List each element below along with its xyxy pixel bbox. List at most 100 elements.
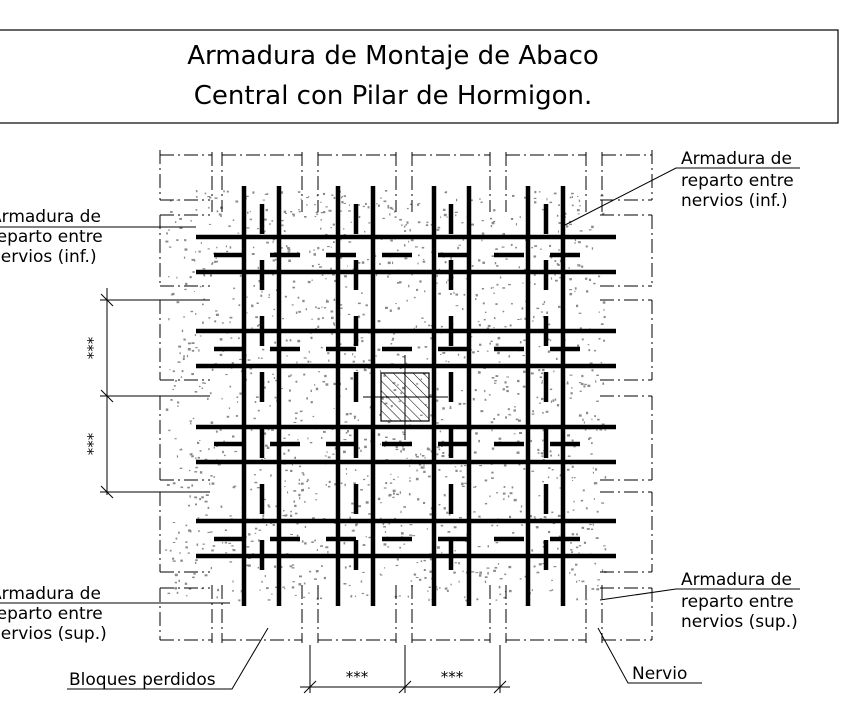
concrete-speckle xyxy=(592,467,594,469)
concrete-speckle xyxy=(333,196,336,199)
concrete-speckle xyxy=(574,573,576,576)
concrete-speckle xyxy=(192,271,195,273)
concrete-speckle xyxy=(298,310,301,313)
concrete-speckle xyxy=(179,218,182,220)
concrete-speckle xyxy=(333,298,336,301)
concrete-speckle xyxy=(426,358,429,360)
concrete-speckle xyxy=(436,387,439,391)
concrete-speckle xyxy=(581,580,585,583)
concrete-speckle xyxy=(349,516,351,519)
concrete-speckle xyxy=(248,533,251,536)
concrete-speckle xyxy=(417,262,419,265)
concrete-speckle xyxy=(308,592,310,594)
concrete-speckle xyxy=(300,419,303,422)
concrete-speckle xyxy=(195,503,197,506)
concrete-speckle xyxy=(207,397,209,401)
concrete-speckle xyxy=(165,549,168,551)
concrete-speckle xyxy=(280,247,283,249)
concrete-speckle xyxy=(509,589,512,593)
concrete-speckle xyxy=(438,448,441,451)
concrete-speckle xyxy=(538,369,541,372)
concrete-speckle xyxy=(477,546,481,548)
concrete-speckle xyxy=(399,281,402,284)
concrete-speckle xyxy=(402,431,405,433)
concrete-speckle xyxy=(389,309,392,312)
concrete-speckle xyxy=(225,245,227,248)
concrete-speckle xyxy=(548,530,551,534)
concrete-speckle xyxy=(314,215,317,218)
concrete-speckle xyxy=(396,558,399,561)
concrete-speckle xyxy=(490,463,493,465)
concrete-speckle xyxy=(354,356,356,358)
concrete-speckle xyxy=(480,410,484,413)
concrete-speckle xyxy=(486,567,490,569)
concrete-speckle xyxy=(199,385,201,388)
concrete-speckle xyxy=(437,226,441,229)
concrete-speckle xyxy=(320,597,323,599)
concrete-speckle xyxy=(490,217,493,220)
concrete-speckle xyxy=(257,325,259,327)
concrete-speckle xyxy=(230,337,233,339)
concrete-speckle xyxy=(357,419,359,421)
concrete-speckle xyxy=(453,526,457,529)
concrete-speckle xyxy=(254,474,256,476)
concrete-speckle xyxy=(211,549,214,552)
concrete-speckle xyxy=(168,276,170,278)
concrete-speckle xyxy=(352,360,355,363)
concrete-speckle xyxy=(439,430,442,433)
concrete-speckle xyxy=(339,256,343,259)
concrete-speckle xyxy=(406,207,409,210)
concrete-speckle xyxy=(199,285,202,288)
concrete-speckle xyxy=(517,440,520,443)
concrete-speckle xyxy=(334,447,336,450)
concrete-speckle xyxy=(571,533,575,536)
concrete-speckle xyxy=(436,446,440,448)
concrete-speckle xyxy=(330,267,332,271)
concrete-speckle xyxy=(231,362,234,365)
concrete-speckle xyxy=(442,208,446,211)
concrete-speckle xyxy=(333,241,335,243)
concrete-speckle xyxy=(252,191,255,194)
concrete-speckle xyxy=(539,191,541,193)
concrete-speckle xyxy=(491,477,494,479)
concrete-speckle xyxy=(409,534,412,536)
concrete-speckle xyxy=(246,546,250,548)
concrete-speckle xyxy=(424,576,427,579)
concrete-speckle xyxy=(462,308,464,310)
concrete-speckle xyxy=(504,381,507,384)
concrete-speckle xyxy=(321,437,323,439)
concrete-speckle xyxy=(578,580,580,582)
concrete-speckle xyxy=(199,450,202,452)
concrete-speckle xyxy=(505,386,509,388)
concrete-speckle xyxy=(190,310,194,313)
concrete-speckle xyxy=(460,465,463,467)
concrete-speckle xyxy=(250,372,253,375)
concrete-speckle xyxy=(357,302,361,305)
concrete-speckle xyxy=(201,387,204,389)
concrete-speckle xyxy=(454,550,456,552)
label-top-left-2: reparto entre xyxy=(0,227,103,247)
concrete-speckle xyxy=(191,258,195,261)
concrete-speckle xyxy=(228,225,231,227)
concrete-speckle xyxy=(550,339,552,342)
label-bottom-left-3: nervios (sup.) xyxy=(0,624,107,644)
concrete-speckle xyxy=(423,464,425,466)
concrete-speckle xyxy=(519,510,522,513)
concrete-speckle xyxy=(282,586,285,588)
concrete-speckle xyxy=(472,398,475,401)
concrete-speckle xyxy=(210,475,213,477)
concrete-speckle xyxy=(392,496,395,499)
concrete-speckle xyxy=(284,587,286,590)
label-bottom-right-3: nervios (sup.) xyxy=(681,612,798,632)
concrete-speckle xyxy=(217,588,220,592)
concrete-speckle xyxy=(463,293,466,296)
concrete-speckle xyxy=(409,480,411,482)
concrete-speckle xyxy=(181,329,184,333)
concrete-speckle xyxy=(508,355,511,358)
label-top-left-3: nervios (inf.) xyxy=(0,247,97,267)
concrete-speckle xyxy=(266,193,269,195)
concrete-speckle xyxy=(548,323,551,326)
concrete-speckle xyxy=(252,246,255,249)
concrete-speckle xyxy=(229,385,232,388)
concrete-speckle xyxy=(377,204,380,207)
